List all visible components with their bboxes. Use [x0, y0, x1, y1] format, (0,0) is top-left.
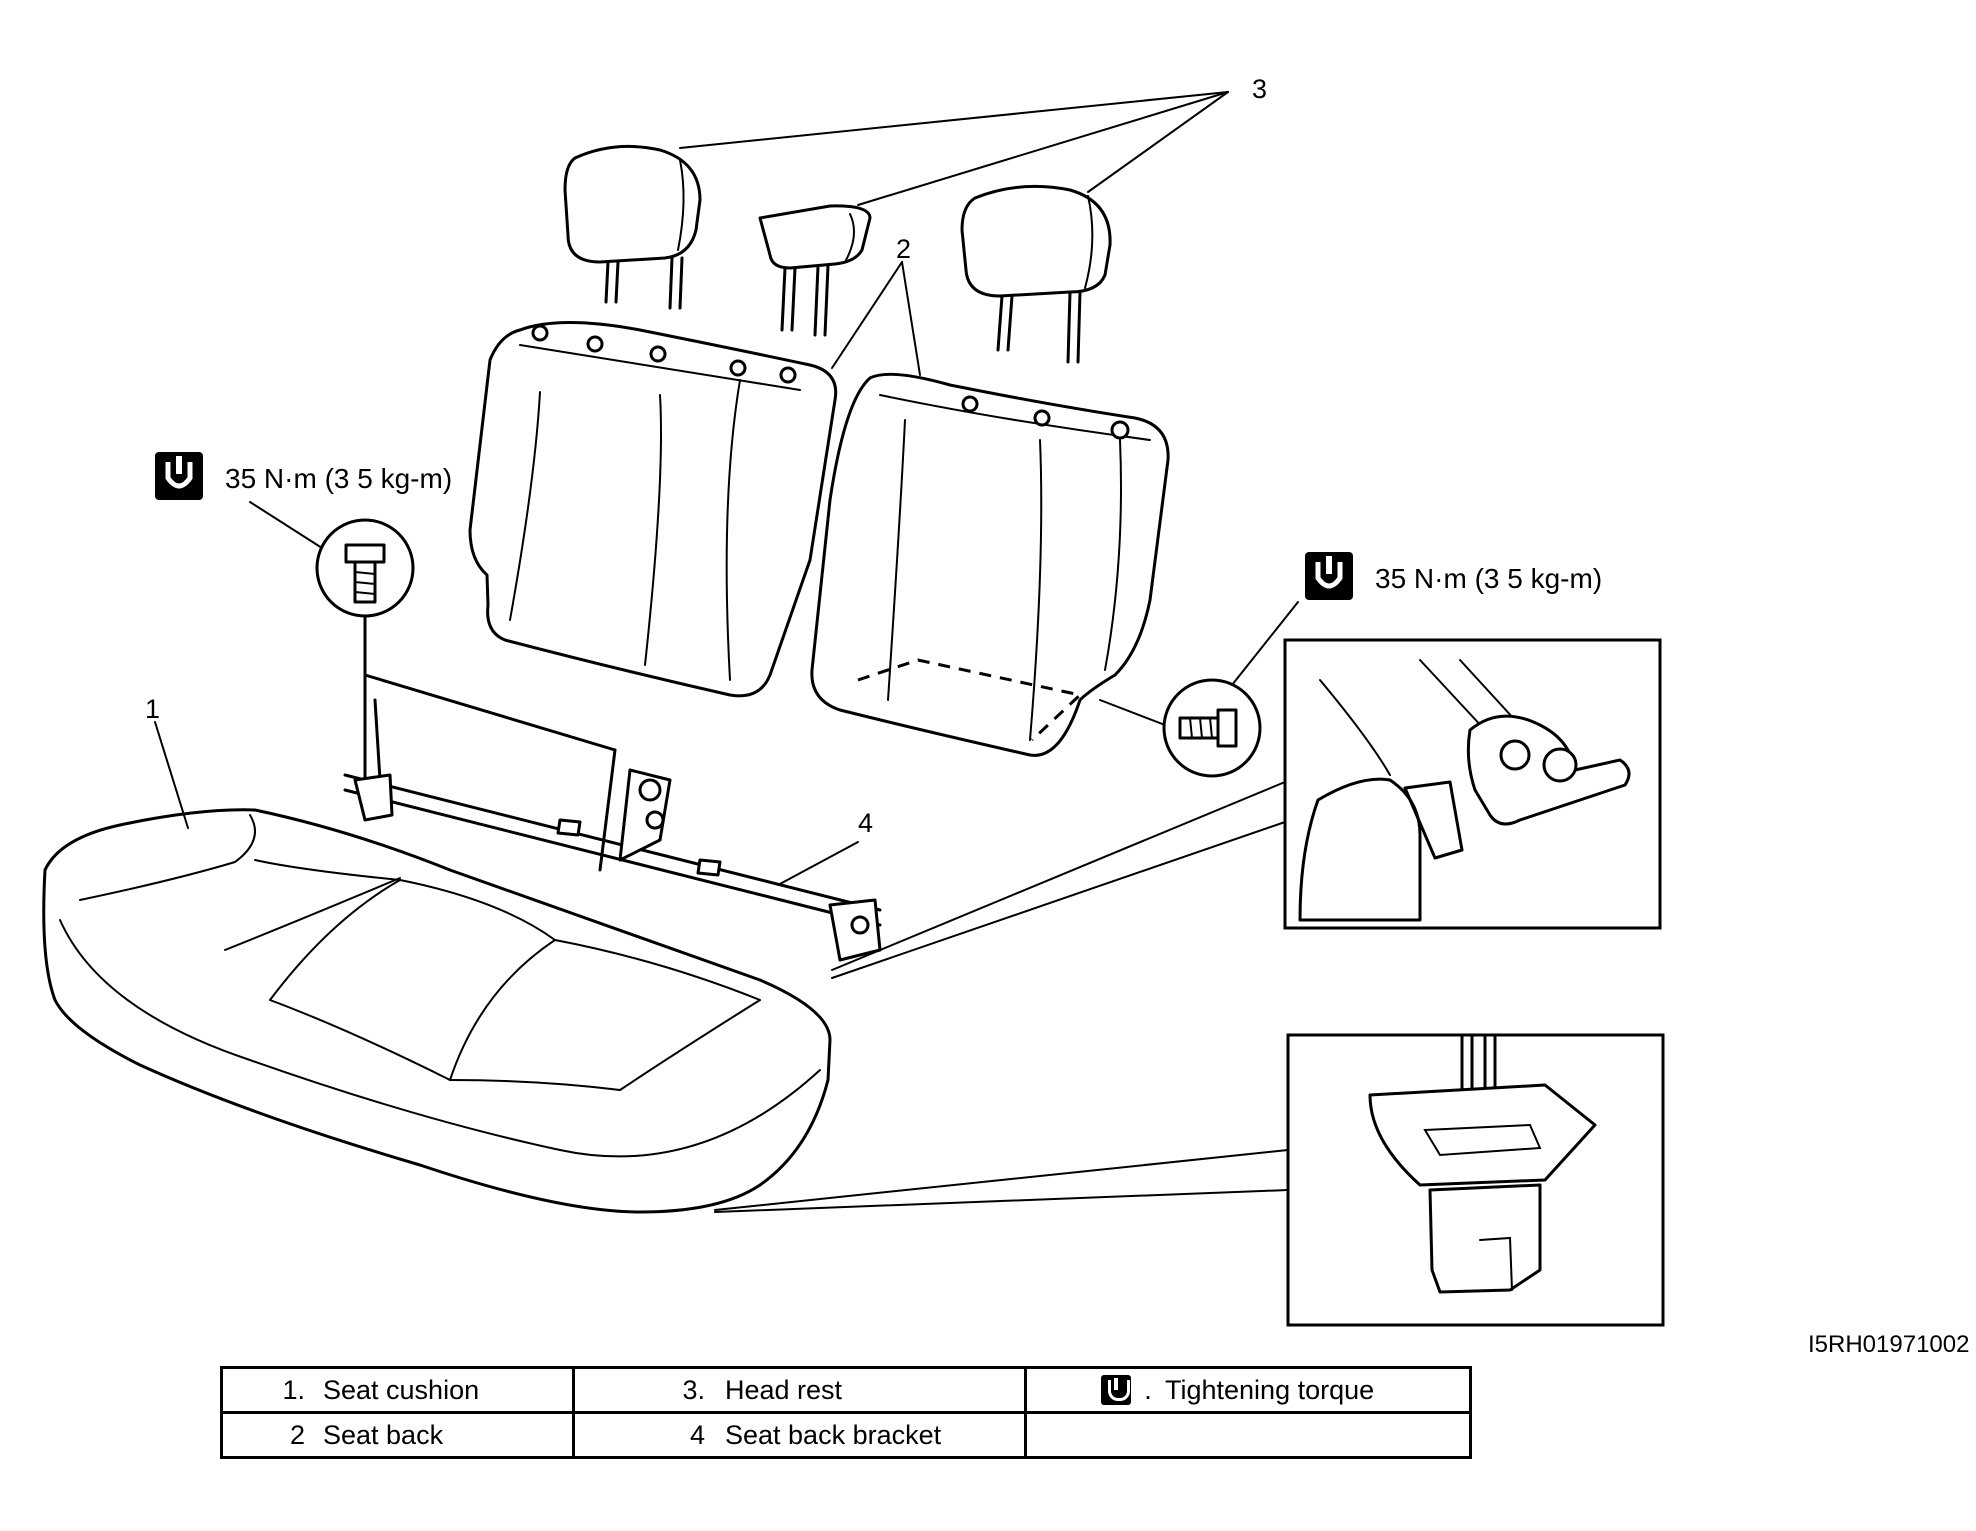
legend-text: Seat back bracket [725, 1419, 942, 1450]
head-rest-left [563, 144, 702, 310]
legend-num: 2 [289, 1419, 305, 1450]
legend-row: 2 Seat back 4 Seat back bracket [220, 1411, 1472, 1459]
legend-text: Tightening torque [1165, 1374, 1375, 1405]
seat-back-right [810, 372, 1170, 757]
head-rest-center [758, 204, 872, 337]
legend-cell: . Tightening torque [1024, 1366, 1472, 1414]
legend-num: 1. [282, 1374, 305, 1405]
torque-wrench-icon [155, 452, 203, 500]
leader-lines [154, 91, 1299, 1213]
legend-cell: 2 Seat back [220, 1411, 575, 1459]
detail-latch-box [1283, 638, 1662, 930]
legend-row: 1. Seat cushion 3. Head rest . Tightening t… [220, 1366, 1472, 1414]
legend-cell: 3. Head rest [572, 1366, 1027, 1414]
seat-cushion [42, 808, 832, 1214]
legend-text: Seat cushion [323, 1374, 480, 1405]
torque-wrench-icon [1305, 552, 1353, 600]
torque-wrench-icon [1101, 1375, 1131, 1405]
legend-cell [1024, 1411, 1472, 1459]
callout-2: 2 [896, 234, 911, 264]
legend-text: Head rest [725, 1374, 843, 1405]
legend-cell: 4 Seat back bracket [572, 1411, 1027, 1459]
legend-num: 4 [689, 1419, 705, 1450]
callout-4: 4 [858, 808, 873, 838]
head-rest-right [960, 184, 1112, 364]
callout-3: 3 [1252, 74, 1267, 104]
callout-1: 1 [145, 694, 160, 724]
torque-label-right: 35 N·m (3 5 kg-m) [1375, 563, 1602, 594]
legend-cell: 1. Seat cushion [220, 1366, 575, 1414]
legend-num: 3. [682, 1374, 705, 1405]
bolt-right [1162, 678, 1262, 778]
legend-text: Seat back [323, 1419, 444, 1450]
detail-cushion-hook-box [1286, 1033, 1665, 1327]
figure-code: I5RH01971002 [1808, 1331, 1969, 1358]
bolt-left [315, 518, 415, 647]
seat-back-left [468, 321, 838, 698]
seat-back-bracket [343, 643, 882, 962]
torque-label-left: 35 N·m (3 5 kg-m) [225, 463, 452, 494]
legend-table: 1. Seat cushion 3. Head rest . Tightening t… [220, 1366, 1472, 1459]
legend-num: . [1144, 1374, 1152, 1405]
